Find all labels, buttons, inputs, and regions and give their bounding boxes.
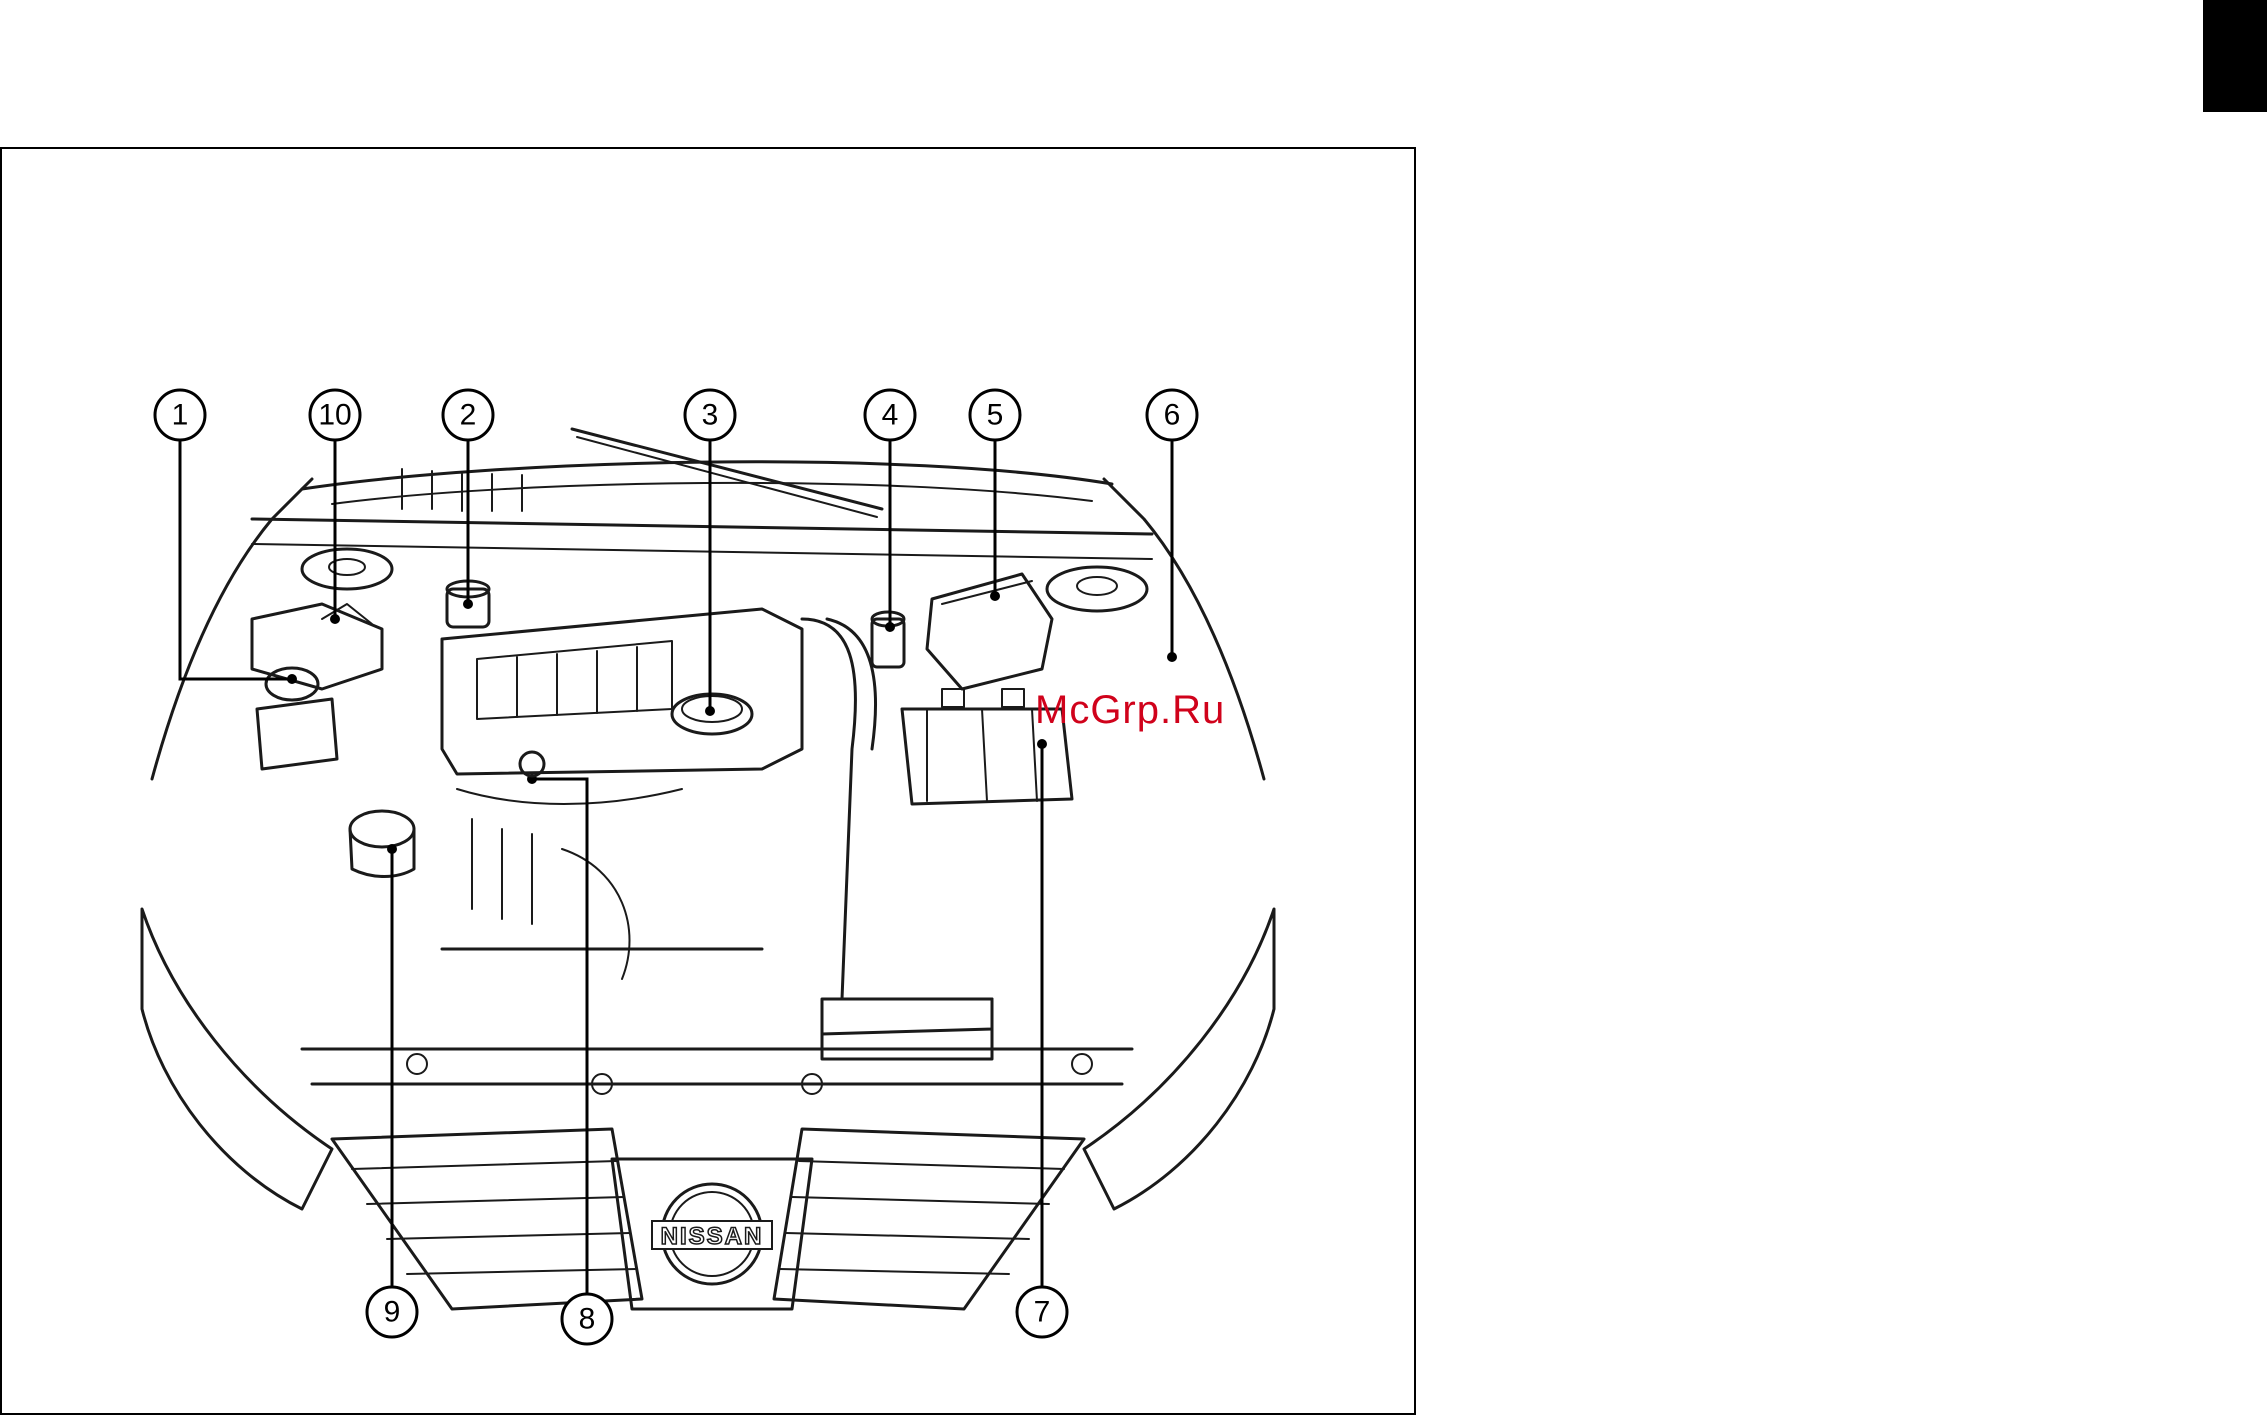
callout-6: 6: [1147, 390, 1197, 440]
callout-5: 5: [970, 390, 1020, 440]
callout-6-label: 6: [1164, 399, 1181, 432]
callout-10: 10: [310, 390, 360, 440]
callout-2-label: 2: [460, 399, 477, 432]
callout-8-label: 8: [579, 1303, 596, 1336]
engine-bay-line-art: [142, 429, 1274, 1309]
callout-8: 8: [562, 1294, 612, 1344]
leader-line-1: [180, 440, 292, 679]
callout-4: 4: [865, 390, 915, 440]
page-edge-tab: [2203, 0, 2267, 112]
engine-compartment-diagram: NISSAN: [2, 149, 1414, 1413]
engine-compartment-figure: NISSAN: [0, 147, 1416, 1415]
callout-3: 3: [685, 390, 735, 440]
callout-3-label: 3: [702, 399, 719, 432]
nissan-logo: NISSAN: [652, 1184, 772, 1284]
callout-1: 1: [155, 390, 205, 440]
callout-7-label: 7: [1034, 1296, 1051, 1329]
callout-7: 7: [1017, 1287, 1067, 1337]
callout-5-label: 5: [987, 399, 1004, 432]
callout-4-label: 4: [882, 399, 899, 432]
callout-1-label: 1: [172, 399, 189, 432]
callout-9: 9: [367, 1287, 417, 1337]
callout-9-label: 9: [384, 1296, 401, 1329]
callout-2: 2: [443, 390, 493, 440]
watermark-text: McGrp.Ru: [1035, 688, 1225, 733]
nissan-logo-text: NISSAN: [661, 1223, 764, 1250]
callout-10-label: 10: [318, 399, 351, 432]
